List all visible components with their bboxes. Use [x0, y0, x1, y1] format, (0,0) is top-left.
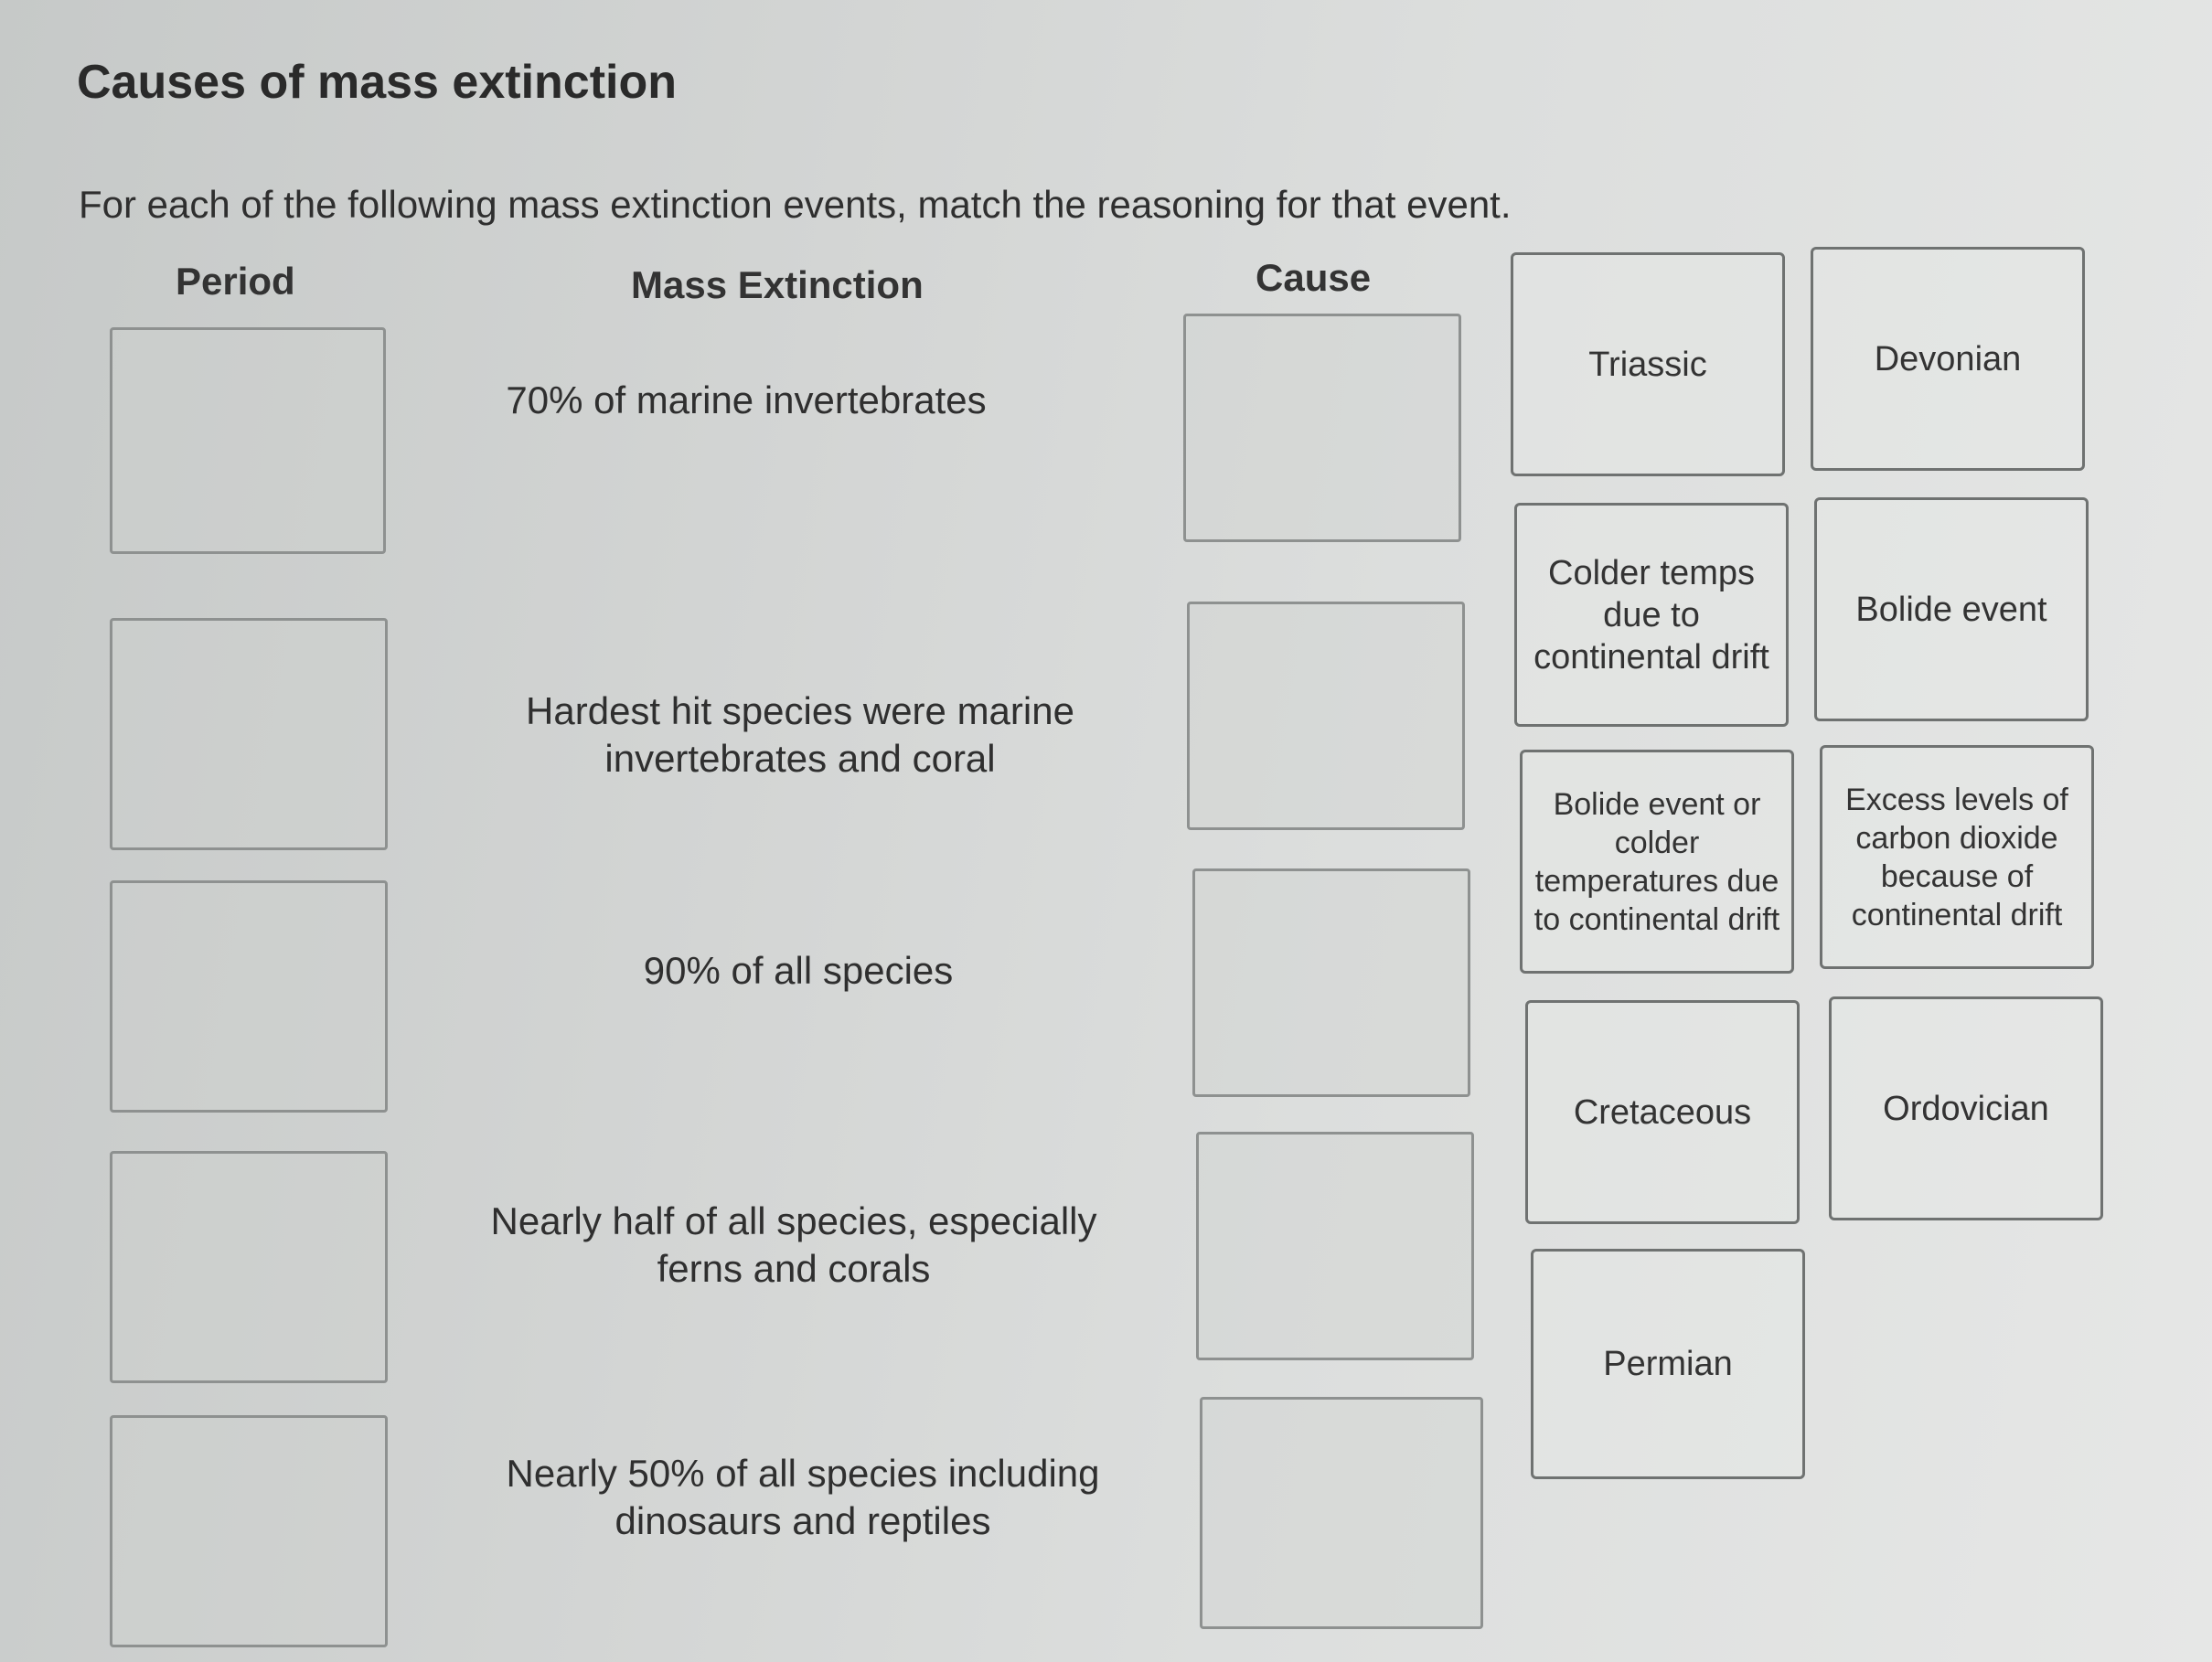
mass-extinction-text-1: 70% of marine invertebrates [506, 378, 987, 421]
mass-extinction-text-5: Nearly 50% of all species including dino… [506, 1452, 1100, 1542]
period-drop-zone-5[interactable] [110, 1415, 388, 1647]
tile-label: Ordovician [1883, 1089, 2049, 1128]
period-drop-zone-1[interactable] [110, 327, 386, 554]
answer-tile-bolide-or-colder[interactable]: Bolide event or colder temperatures due … [1520, 750, 1794, 974]
mass-extinction-column-header: Mass Extinction [631, 263, 924, 306]
cause-drop-zone-3[interactable] [1192, 868, 1470, 1097]
period-drop-zone-4[interactable] [110, 1151, 388, 1383]
answer-tile-colder-temps[interactable]: Colder temps due to continental drift [1514, 503, 1789, 727]
cause-drop-zone-2[interactable] [1187, 602, 1465, 830]
tile-label: Colder temps due to continental drift [1533, 553, 1769, 677]
tile-label: Excess levels of carbon dioxide because … [1845, 782, 2068, 932]
period-column-header: Period [176, 260, 295, 303]
period-drop-zone-2[interactable] [110, 618, 388, 850]
cause-drop-zone-5[interactable] [1200, 1397, 1483, 1629]
answer-tile-cretaceous[interactable]: Cretaceous [1525, 1000, 1800, 1224]
tile-label: Triassic [1588, 345, 1707, 384]
tile-label: Devonian [1874, 339, 2022, 378]
cause-drop-zone-4[interactable] [1196, 1132, 1474, 1360]
tile-label: Bolide event or colder temperatures due … [1533, 786, 1780, 937]
answer-tile-devonian[interactable]: Devonian [1811, 247, 2085, 471]
answer-tile-permian[interactable]: Permian [1531, 1249, 1805, 1479]
tile-label: Bolide event [1855, 590, 2047, 629]
cause-drop-zone-1[interactable] [1183, 314, 1461, 542]
tile-label: Permian [1603, 1345, 1733, 1383]
mass-extinction-text-4: Nearly half of all species, especially f… [490, 1199, 1097, 1290]
period-drop-zone-3[interactable] [110, 880, 388, 1113]
answer-tile-ordovician[interactable]: Ordovician [1829, 996, 2103, 1220]
instructions-text: For each of the following mass extinctio… [79, 183, 1512, 226]
page-title: Causes of mass extinction [77, 56, 677, 109]
mass-extinction-text-2: Hardest hit species were marine inverteb… [526, 689, 1074, 780]
mass-extinction-text-3: 90% of all species [643, 949, 954, 992]
answer-tile-triassic[interactable]: Triassic [1511, 252, 1785, 476]
cause-column-header: Cause [1256, 256, 1372, 299]
tile-label: Cretaceous [1573, 1092, 1752, 1132]
answer-tile-bolide-event[interactable]: Bolide event [1814, 497, 2089, 721]
answer-tile-excess-co2[interactable]: Excess levels of carbon dioxide because … [1820, 745, 2094, 969]
